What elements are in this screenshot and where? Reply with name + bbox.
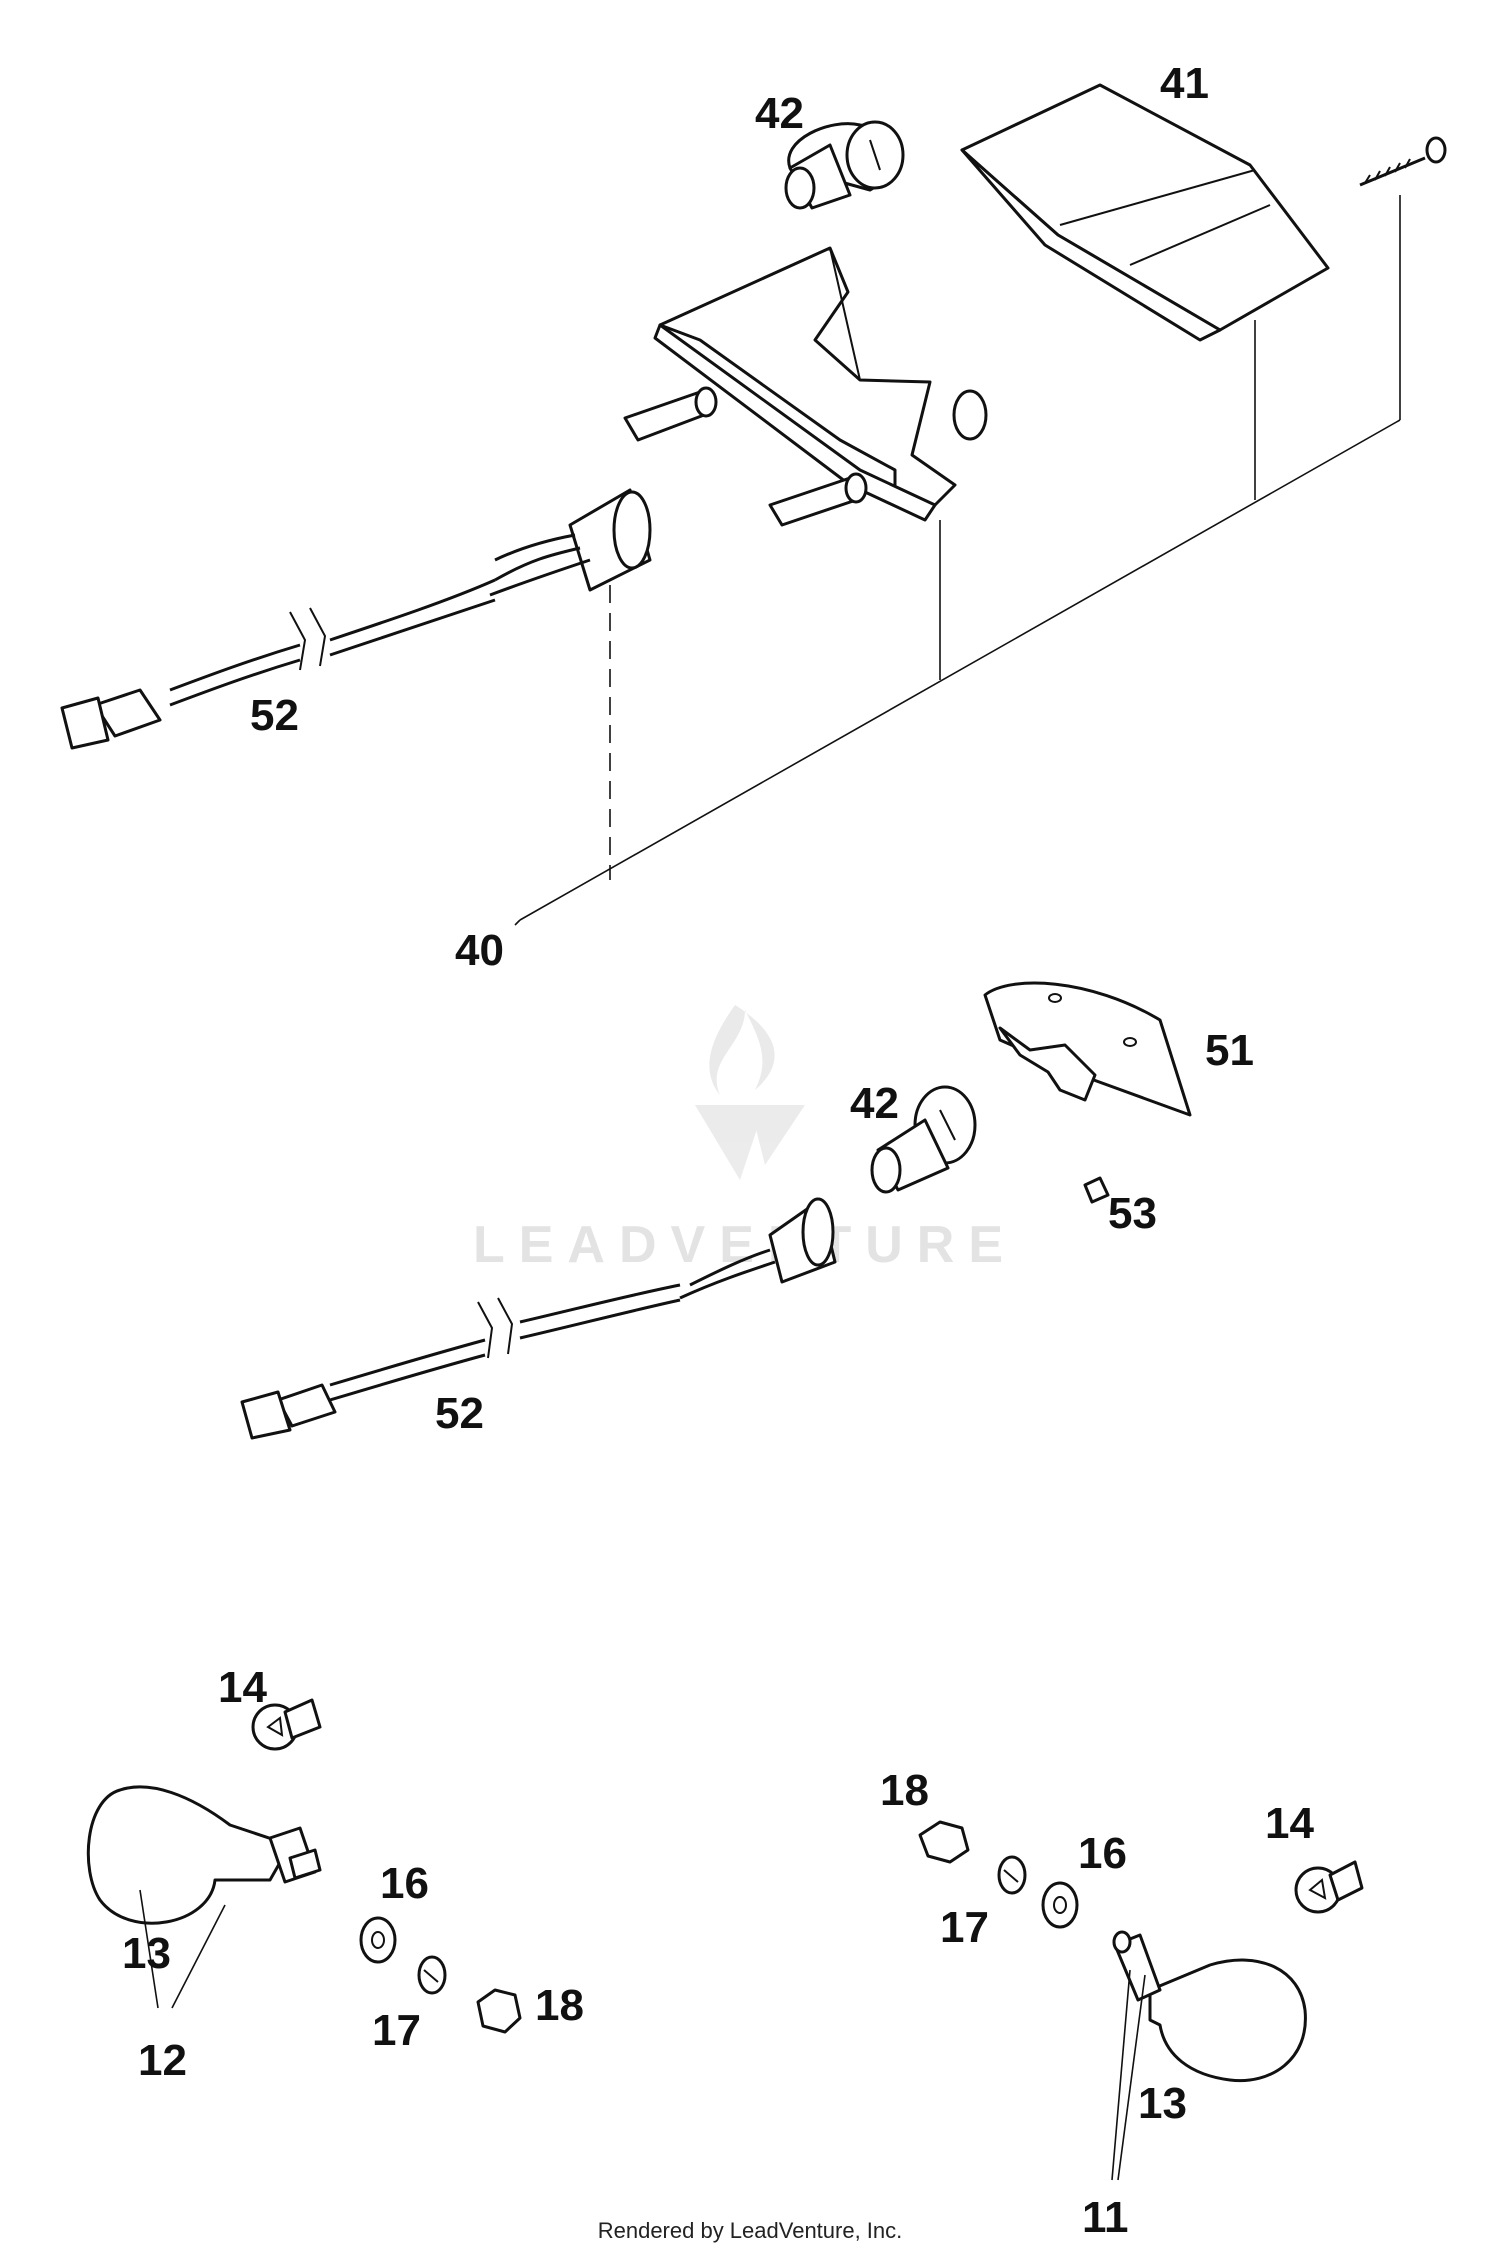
callout-41: 41 — [1160, 59, 1209, 108]
leader-11-a — [1111, 1969, 1131, 2181]
leader-11-b — [1117, 1974, 1146, 2181]
callout-12: 12 — [138, 2036, 187, 2085]
washer-right — [1041, 1881, 1079, 1929]
license-light — [983, 981, 1192, 1117]
watermark-logo — [695, 1005, 805, 1180]
lockwasher-left — [417, 1955, 447, 1995]
nut-left — [476, 1988, 522, 2034]
bulb-right — [1294, 1860, 1364, 1914]
callout-52-top: 52 — [250, 691, 299, 740]
leader-12-a — [139, 1889, 159, 2009]
bulb-left — [251, 1698, 322, 1751]
lockwasher-right — [997, 1855, 1027, 1895]
callout-13-right: 13 — [1138, 2079, 1187, 2128]
callout-53: 53 — [1108, 1189, 1157, 1238]
tail-light-lens — [960, 83, 1330, 342]
bulb-mid — [870, 1085, 977, 1194]
callout-14-right: 14 — [1265, 1799, 1314, 1848]
callout-52-mid: 52 — [435, 1389, 484, 1438]
callout-42-top: 42 — [755, 89, 804, 138]
leader-40-main — [519, 419, 1401, 921]
callout-17-left: 17 — [372, 2006, 421, 2055]
mounting-screw — [1359, 136, 1447, 187]
wire-harness-mid — [240, 1197, 837, 1440]
indicator-left — [86, 1785, 322, 1925]
bulb-top — [784, 120, 905, 210]
callout-18-left: 18 — [535, 1981, 584, 2030]
callout-16-left: 16 — [380, 1859, 429, 1908]
wire-harness-top — [60, 488, 652, 750]
callout-11: 11 — [1082, 2193, 1129, 2242]
watermark-text: LEADVENTURE — [473, 1216, 1017, 1274]
callout-14-left: 14 — [218, 1663, 267, 1712]
nut-right — [918, 1820, 970, 1864]
callout-18-right: 18 — [880, 1766, 929, 1815]
callout-17-right: 17 — [940, 1903, 989, 1952]
leader-12-b — [171, 1904, 226, 2009]
tail-light-housing — [623, 246, 988, 527]
small-screw — [1083, 1176, 1110, 1204]
footer-credit: Rendered by LeadVenture, Inc. — [597, 2218, 903, 2243]
callout-16-right: 16 — [1078, 1829, 1127, 1878]
washer-left — [359, 1916, 397, 1964]
callout-42-mid: 42 — [850, 1079, 899, 1128]
leader-40-end — [514, 919, 521, 926]
callout-40: 40 — [455, 926, 504, 975]
callout-13-left: 13 — [122, 1929, 171, 1978]
indicator-right — [1112, 1930, 1307, 2083]
callout-51: 51 — [1205, 1026, 1254, 1075]
